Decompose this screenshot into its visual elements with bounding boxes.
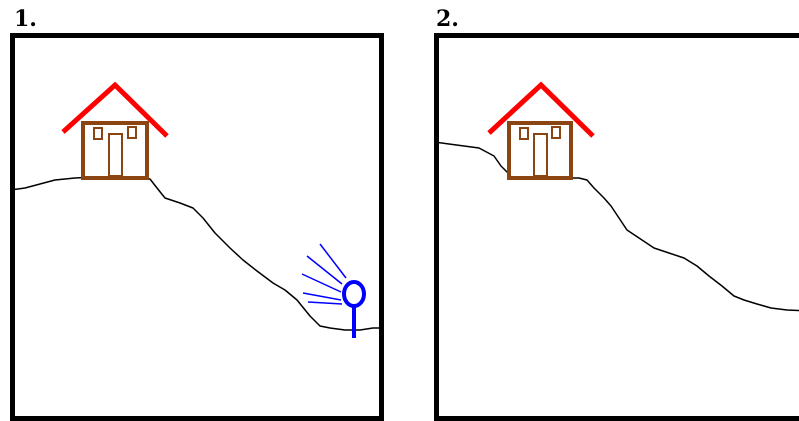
panel-1 [10, 33, 384, 421]
panel-1-scene [15, 38, 384, 421]
panel-2 [434, 33, 799, 421]
house-icon [489, 85, 593, 178]
panel-1-label: 1. [14, 8, 37, 30]
panel-2-label: 2. [436, 8, 459, 30]
panel-2-scene [439, 38, 799, 421]
hillside-line [439, 142, 799, 311]
tree-icon [302, 244, 364, 338]
house-icon [63, 85, 167, 178]
hillside-line [15, 176, 384, 330]
